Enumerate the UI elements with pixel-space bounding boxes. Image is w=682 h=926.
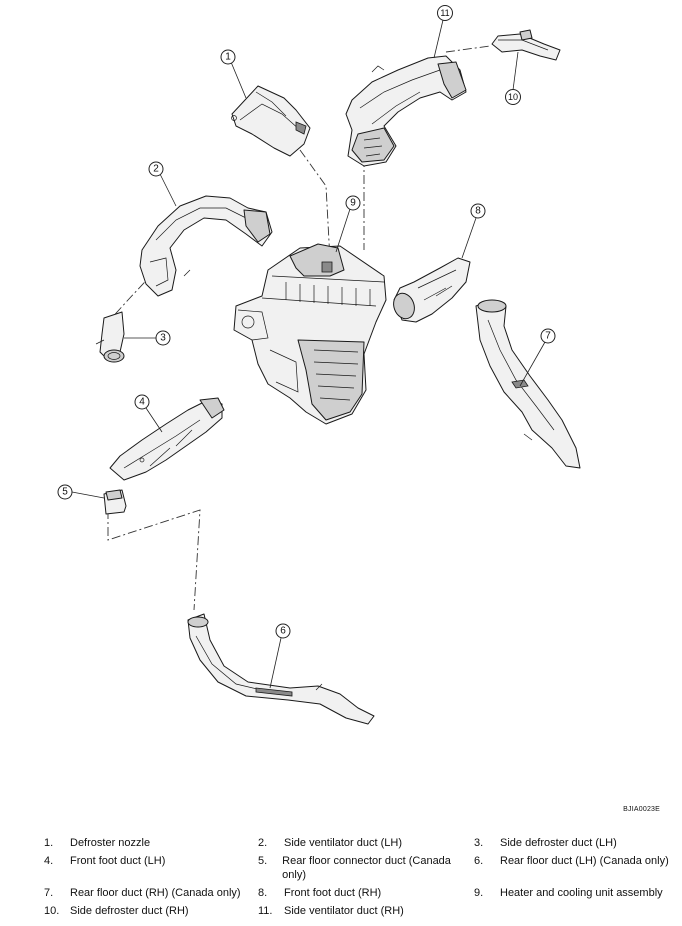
side-defroster-duct-rh-part — [491, 29, 561, 61]
legend-num: 9. — [474, 887, 484, 899]
rear-floor-connector-duct-part — [103, 489, 127, 515]
legend-item-4: 4. Front foot duct (LH) — [44, 854, 244, 868]
legend-num: 4. — [44, 855, 54, 867]
callout-9: 9 — [335, 195, 361, 253]
legend-label: Side defroster duct (LH) — [500, 837, 617, 849]
heater-cooling-unit-part — [233, 243, 387, 425]
legend-label: Heater and cooling unit assembly — [500, 887, 663, 899]
legend-label: Side ventilator duct (RH) — [284, 905, 404, 917]
legend-label: Front foot duct (LH) — [70, 855, 166, 867]
callout-5-label: 5 — [62, 487, 68, 498]
figure-code: BJIA0023E — [623, 806, 660, 813]
legend-item-11: 11. Side ventilator duct (RH) — [258, 904, 464, 918]
legend-item-10: 10. Side defroster duct (RH) — [44, 904, 250, 918]
callout-3: 3 — [124, 330, 171, 346]
callout-10-label: 10 — [508, 92, 518, 102]
callout-7-label: 7 — [545, 331, 551, 342]
legend-num: 5. — [258, 855, 268, 867]
callout-4-label: 4 — [139, 397, 145, 408]
legend-label: Rear floor connector duct (Canada only) — [282, 855, 451, 881]
hvac-duct-exploded-diagram: 1 2 3 4 5 6 7 8 9 10 — [57, 5, 581, 725]
side-ventilator-duct-rh-part — [345, 55, 467, 167]
front-foot-duct-lh-part — [109, 397, 225, 481]
callout-11: 11 — [433, 5, 453, 59]
rear-floor-duct-lh-part — [187, 613, 375, 725]
legend-item-9: 9. Heater and cooling unit assembly — [474, 886, 678, 900]
legend-label: Defroster nozzle — [70, 837, 151, 849]
callout-2-label: 2 — [153, 164, 159, 175]
legend-item-5: 5. Rear floor connector duct (Canada onl… — [258, 854, 464, 882]
legend-item-8: 8. Front foot duct (RH) — [258, 886, 464, 900]
defroster-nozzle-part — [231, 85, 311, 157]
callout-4: 4 — [134, 394, 163, 433]
callout-5: 5 — [57, 484, 105, 500]
legend-num: 11. — [258, 905, 273, 917]
legend-item-3: 3. Side defroster duct (LH) — [474, 836, 678, 850]
side-defroster-duct-lh-part — [95, 311, 125, 363]
legend-item-1: 1. Defroster nozzle — [44, 836, 244, 850]
callout-1: 1 — [220, 49, 247, 99]
callout-11-label: 11 — [440, 8, 449, 18]
callout-1-label: 1 — [225, 52, 231, 63]
legend-num: 3. — [474, 837, 484, 849]
legend-num: 8. — [258, 887, 268, 899]
callout-8: 8 — [461, 203, 486, 259]
front-foot-duct-rh-part — [393, 257, 471, 323]
legend-label: Front foot duct (RH) — [284, 887, 382, 899]
callout-7: 7 — [519, 328, 556, 387]
rear-floor-duct-rh-part — [475, 299, 581, 469]
callout-9-label: 9 — [350, 198, 356, 209]
legend-item-2: 2. Side ventilator duct (LH) — [258, 836, 464, 850]
legend-item-6: 6. Rear floor duct (LH) (Canada only) — [474, 854, 678, 868]
callout-6: 6 — [269, 623, 291, 689]
legend-num: 10. — [44, 905, 60, 917]
callout-8-label: 8 — [475, 206, 481, 217]
callout-10: 10 — [505, 51, 521, 105]
legend-label: Side defroster duct (RH) — [70, 905, 189, 917]
callout-3-label: 3 — [160, 333, 166, 344]
legend-label: Rear floor duct (LH) (Canada only) — [500, 855, 669, 867]
legend-num: 2. — [258, 837, 268, 849]
legend-item-7: 7. Rear floor duct (RH) (Canada only) — [44, 886, 250, 900]
legend-label: Rear floor duct (RH) (Canada only) — [70, 887, 241, 899]
legend-label: Side ventilator duct (LH) — [284, 837, 402, 849]
callout-2: 2 — [148, 161, 177, 207]
callout-6-label: 6 — [280, 626, 286, 637]
legend-num: 1. — [44, 837, 54, 849]
side-ventilator-duct-lh-part — [139, 195, 273, 297]
legend-num: 6. — [474, 855, 484, 867]
legend-num: 7. — [44, 887, 54, 899]
